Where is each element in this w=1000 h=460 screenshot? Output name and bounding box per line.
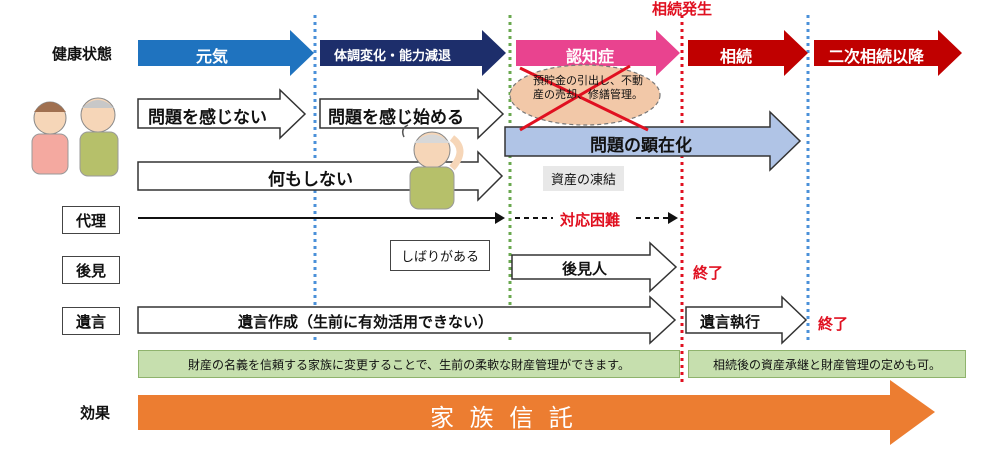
arrow-guardian [511, 241, 678, 293]
stage-arrow-secondary [814, 30, 962, 76]
bubble-text: 預貯金の引出し、不動産の売却、修繕管理。 [533, 74, 643, 101]
do-nothing-text: 何もしない [268, 170, 353, 190]
no-problem-text: 問題を感じない [148, 108, 267, 128]
worried-man-icon [401, 124, 464, 210]
stage-label-decline: 体調変化・能力減退 [334, 49, 452, 64]
guardian-person-text: 後見人 [562, 260, 608, 278]
will-label: 遺言 [62, 307, 120, 335]
arrow-family-trust [138, 380, 935, 445]
effect-label: 効果 [80, 404, 111, 422]
cross-line-2 [519, 64, 631, 132]
stage-arrow-genki [138, 30, 314, 76]
stage-arrow-inheritance [688, 30, 808, 76]
will-end-text: 終了 [818, 315, 849, 333]
elderly-couple-icon [31, 97, 119, 177]
health-state-label: 健康状態 [52, 45, 113, 63]
stage-arrow-dementia [516, 30, 680, 76]
guardian-label: 後見 [62, 256, 120, 284]
arrow-will-creation [137, 295, 677, 345]
arrow-surfaced [504, 110, 802, 172]
stage-label-genki: 元気 [196, 47, 229, 66]
proxy-difficult-text: 対応困難 [560, 211, 621, 229]
stage-arrow-decline [320, 30, 506, 76]
stage-label-dementia: 認知症 [566, 47, 615, 66]
arrow-start-feel [319, 88, 505, 140]
family-trust-text: 家 族 信 託 [430, 404, 577, 432]
guardian-end-text: 終了 [693, 264, 724, 282]
cross-line-1 [519, 66, 649, 132]
stage-label-secondary: 二次相続以降 [828, 47, 925, 66]
trust-note-right: 相続後の資産承継と財産管理の定めも可。 [688, 350, 966, 378]
arrow-no-problem [137, 88, 307, 140]
arrow-will-execution [685, 295, 808, 345]
surfaced-text: 問題の顕在化 [590, 136, 692, 156]
asset-freeze-label: 資産の凍結 [543, 166, 625, 191]
inheritance-occurrence-label: 相続発生 [652, 0, 713, 18]
proxy-arrowhead [495, 212, 505, 224]
stage-label-inheritance: 相続 [720, 47, 753, 66]
start-feel-text: 問題を感じ始める [328, 108, 464, 128]
proxy-label: 代理 [62, 206, 120, 234]
will-creation-text: 遺言作成（生前に有効活用できない） [238, 313, 494, 331]
trust-note-left: 財産の名義を信頼する家族に変更することで、生前の柔軟な財産管理ができます。 [138, 350, 680, 378]
will-execution-text: 遺言執行 [700, 313, 761, 331]
restriction-note: しばりがある [390, 240, 491, 271]
proxy-dashed-arrowhead [668, 212, 678, 224]
